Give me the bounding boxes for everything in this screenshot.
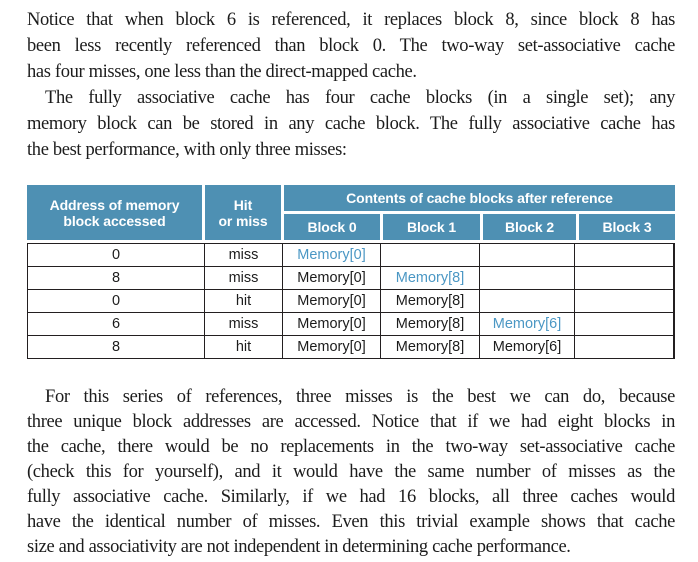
header-block-3: Block 3	[579, 214, 675, 240]
cell-block-1: Memory[8]	[381, 336, 479, 358]
cell-block-3	[575, 267, 673, 289]
intro-p2-line-2: memory block can be stored in any cache …	[27, 114, 675, 134]
intro-paragraph-1: Notice that when block 6 is referenced, …	[27, 7, 675, 85]
header-address-of-memory-block: Address of memory block accessed	[27, 185, 202, 240]
cell-block-0: Memory[0]	[283, 336, 380, 358]
cell-block-1	[381, 244, 479, 266]
cell-block-0: Memory[0]	[283, 313, 380, 335]
table-header: Address of memory block accessed Hit or …	[27, 185, 675, 240]
cell-block-1: Memory[8]	[381, 313, 479, 335]
cell-hit-or-miss: hit	[205, 290, 282, 312]
closing-p1-line-7: size and associativity are not independe…	[27, 537, 571, 557]
closing-paragraph-1: For this series of references, three mis…	[27, 385, 675, 560]
cell-block-2	[480, 290, 574, 312]
header-block-0: Block 0	[284, 214, 380, 240]
header-block-2: Block 2	[483, 214, 576, 240]
cell-block-1: Memory[8]	[381, 290, 479, 312]
intro-paragraph-2: The fully associative cache has four cac…	[27, 85, 675, 163]
cell-address: 8	[28, 267, 204, 289]
cell-address: 0	[28, 244, 204, 266]
closing-p1-line-1: For this series of references, three mis…	[45, 387, 675, 407]
cell-hit-or-miss: miss	[205, 313, 282, 335]
cell-block-0: Memory[0]	[283, 267, 380, 289]
intro-p1-line-2: been less recently referenced than block…	[27, 36, 675, 56]
closing-p1-line-5: fully associative cache. Similarly, if w…	[27, 487, 675, 507]
intro-p1-line-1: Notice that when block 6 is referenced, …	[27, 10, 675, 30]
closing-p1-line-2: three unique block addresses are accesse…	[27, 412, 675, 432]
cell-block-2	[480, 267, 574, 289]
cell-block-2	[480, 244, 574, 266]
cell-hit-or-miss: miss	[205, 267, 282, 289]
header-block-1: Block 1	[383, 214, 480, 240]
header-contents-of-cache-blocks: Contents of cache blocks after reference	[284, 185, 675, 211]
cell-address: 0	[28, 290, 204, 312]
cell-hit-or-miss: miss	[205, 244, 282, 266]
cell-block-1: Memory[8]	[381, 267, 479, 289]
header-hit-or-miss: Hit or miss	[205, 185, 281, 240]
cell-block-3	[575, 244, 673, 266]
cell-block-2: Memory[6]	[480, 313, 574, 335]
closing-p1-line-4: (check this for yourself), and it would …	[27, 462, 675, 482]
intro-paragraphs: Notice that when block 6 is referenced, …	[27, 7, 675, 163]
closing-p1-line-6: have the identical number of misses. Eve…	[27, 512, 675, 532]
cell-block-3	[575, 336, 673, 358]
cell-address: 8	[28, 336, 204, 358]
cell-hit-or-miss: hit	[205, 336, 282, 358]
cell-block-3	[575, 290, 673, 312]
closing-p1-line-3: the cache, there would be no replacement…	[27, 437, 675, 457]
intro-p2-line-1: The fully associative cache has four cac…	[45, 88, 675, 108]
cell-block-2: Memory[6]	[480, 336, 574, 358]
cell-block-3	[575, 313, 673, 335]
cache-reference-table: Address of memory block accessed Hit or …	[27, 185, 675, 359]
cell-block-0: Memory[0]	[283, 244, 380, 266]
intro-p2-line-3: the best performance, with only three mi…	[27, 140, 347, 160]
cell-address: 6	[28, 313, 204, 335]
intro-p1-line-3: has four misses, one less than the direc…	[27, 62, 417, 82]
cell-block-0: Memory[0]	[283, 290, 380, 312]
closing-paragraphs: For this series of references, three mis…	[27, 385, 675, 560]
